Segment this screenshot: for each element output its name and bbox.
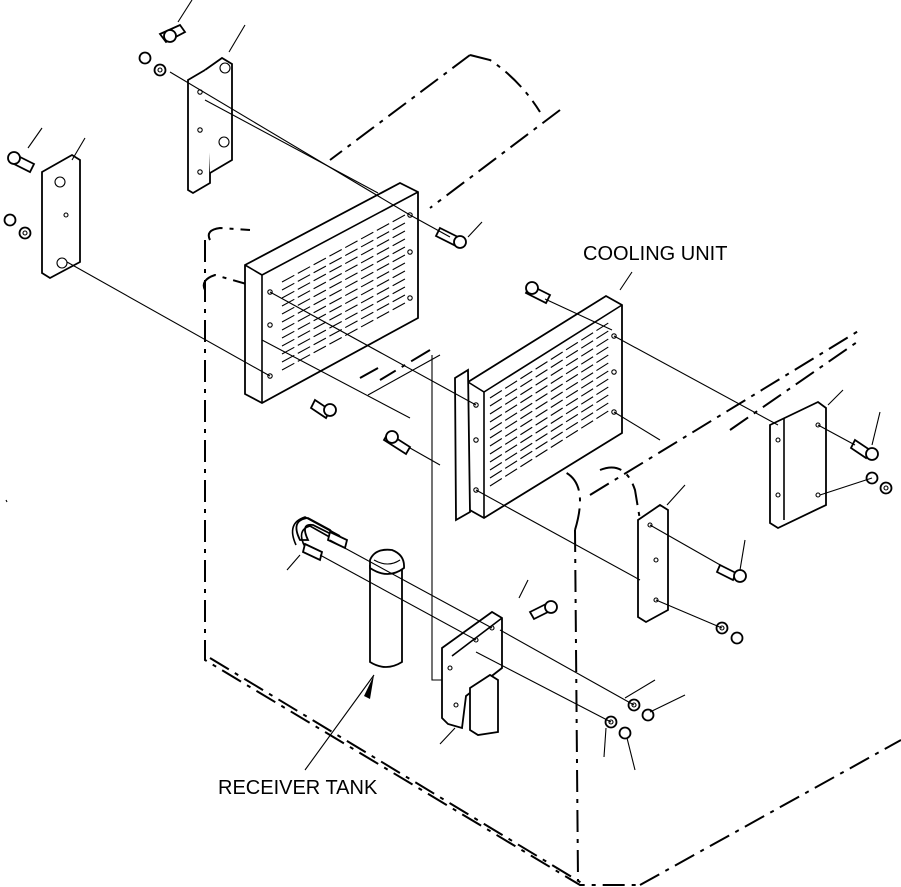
nuts-washers	[3, 51, 893, 740]
bracket-left	[41, 153, 81, 280]
cooling-unit-label: COOLING UNIT	[583, 243, 727, 265]
bracket-right	[769, 400, 827, 530]
bracket-receiver-tank	[441, 610, 503, 736]
callout-leaders	[5, 0, 881, 771]
bracket-top	[187, 56, 233, 195]
cooling-unit-condenser	[454, 294, 623, 522]
receiver-tank	[369, 548, 405, 668]
receiver-tank-label: RECEIVER TANK	[218, 777, 378, 799]
bolt-right	[849, 438, 879, 461]
bolt-center	[382, 430, 412, 456]
bolt-upper-mid	[434, 226, 467, 249]
assembly-lines	[66, 71, 873, 723]
housing-outline	[202, 54, 901, 886]
bolt-top	[158, 23, 187, 44]
bolt-lower-left	[309, 398, 337, 420]
bolt-tank-bracket	[528, 600, 558, 621]
bolt-plate	[715, 563, 747, 583]
bolt-left	[7, 151, 36, 174]
bolt-cooling-unit	[524, 281, 552, 305]
condenser-upper	[244, 181, 419, 405]
hose	[291, 516, 349, 562]
bracket-center-plate	[637, 503, 669, 624]
receiver-tank-leader	[304, 674, 375, 771]
bolts	[7, 23, 879, 621]
